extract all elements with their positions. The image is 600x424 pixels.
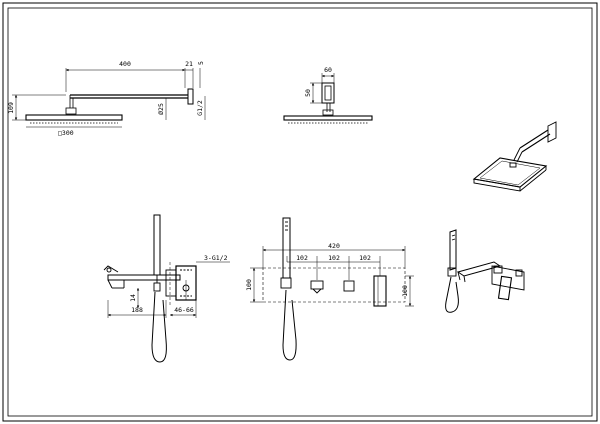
dim-head-front-height: 50 — [304, 89, 312, 97]
dim-head-height: 109 — [7, 102, 15, 114]
inner-frame — [7, 7, 593, 417]
dim-flange: 21 — [185, 60, 193, 68]
dim-spacing-2: 102 — [328, 254, 340, 262]
shower-head-side-view — [12, 68, 206, 128]
dim-spacing-1: 102 — [296, 254, 308, 262]
dim-head-front-width: 60 — [324, 66, 332, 74]
dim-panel-height-right: 100 — [401, 285, 409, 297]
dim-head-size: □300 — [58, 129, 74, 137]
dim-pipe-diameter: Ø25 — [157, 103, 165, 115]
mixer-side-view — [103, 214, 230, 363]
dim-panel-width: 420 — [328, 242, 340, 250]
mixer-panel-front-view — [250, 217, 414, 361]
mixer-isometric-view — [445, 229, 525, 313]
dim-thread: G1/2 — [196, 100, 204, 116]
dim-mixer-depth: 46-66 — [174, 306, 194, 314]
shower-head-isometric-view — [472, 121, 557, 192]
dim-spacing-3: 102 — [359, 254, 371, 262]
shower-head-front-view — [283, 73, 373, 124]
dim-wall: 5 — [197, 61, 205, 65]
dim-mixer-height: 14 — [129, 294, 137, 302]
dim-panel-height-left: 100 — [245, 279, 253, 291]
dim-mixer-thread: 3-G1/2 — [204, 254, 228, 262]
dim-spout-length: 188 — [131, 306, 143, 314]
dim-arm-length: 400 — [119, 60, 131, 68]
